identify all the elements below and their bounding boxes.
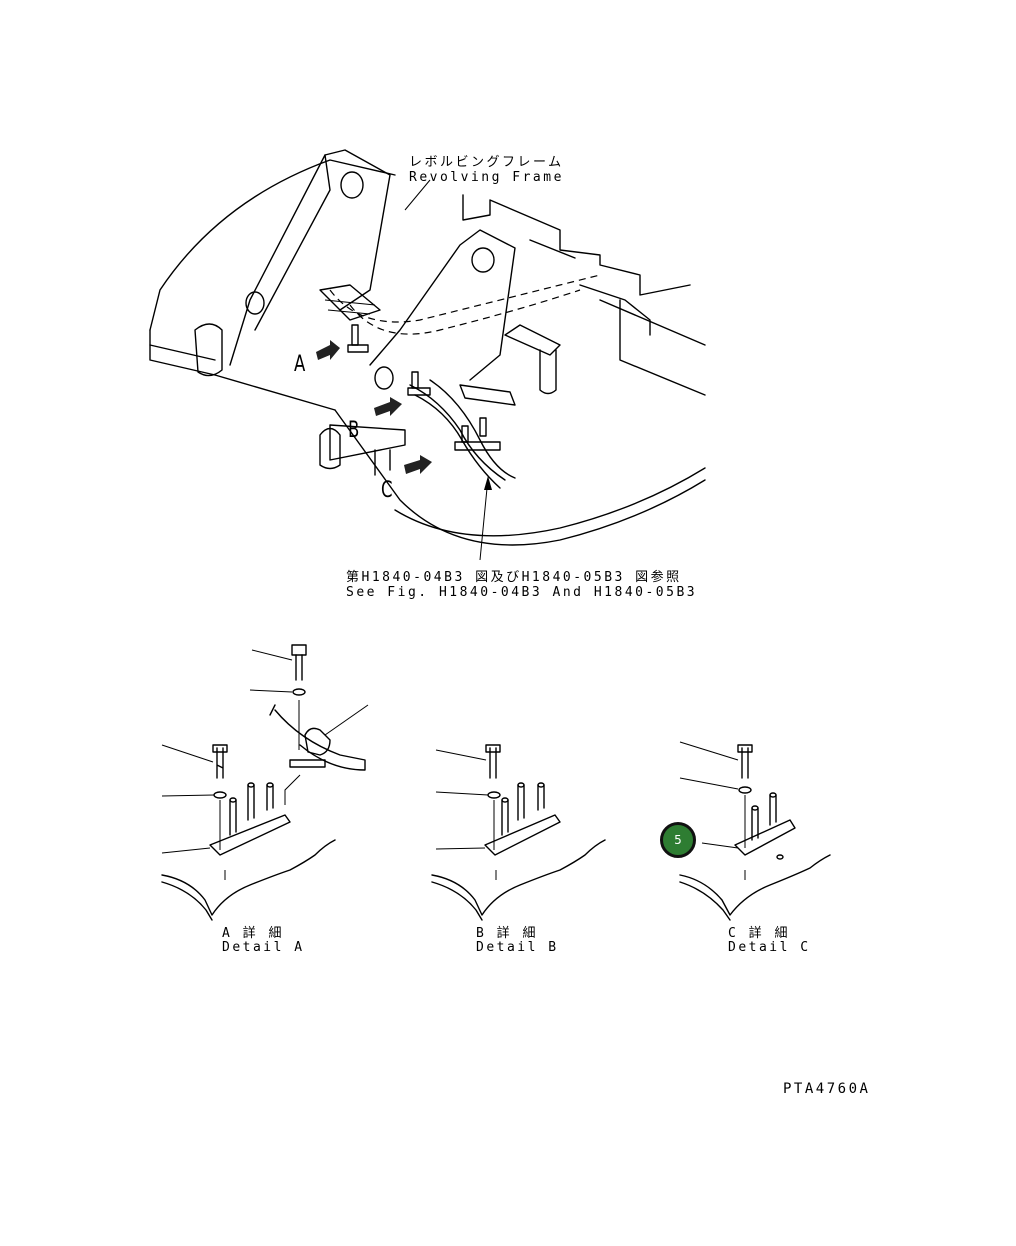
frame-label-japanese: レボルビングフレーム [409, 155, 564, 170]
detail-b-title-japanese: B 詳 細 [476, 926, 538, 941]
detail-c-title-japanese: C 詳 細 [728, 926, 790, 941]
detail-a-title-english: Detail A [222, 940, 305, 955]
detail-b-title-english: Detail B [476, 940, 559, 955]
marker-b: B [348, 418, 360, 443]
drawing-id: PTA4760A [783, 1081, 871, 1097]
reference-japanese: 第H1840-04B3 図及びH1840-05B3 図参照 [346, 570, 682, 585]
part-callout-5[interactable]: 5 [660, 822, 696, 858]
detail-a-title-japanese: A 詳 細 [222, 926, 284, 941]
detail-c-title-english: Detail C [728, 940, 811, 955]
revolving-frame-drawing [149, 149, 706, 561]
marker-c: C [381, 478, 393, 503]
reference-english: See Fig. H1840-04B3 And H1840-05B3 [346, 585, 698, 600]
frame-label-english: Revolving Frame [409, 170, 564, 185]
detail-a-drawing [161, 644, 369, 921]
marker-a: A [294, 352, 306, 377]
detail-b-drawing [431, 744, 606, 921]
detail-c-drawing [679, 741, 831, 921]
